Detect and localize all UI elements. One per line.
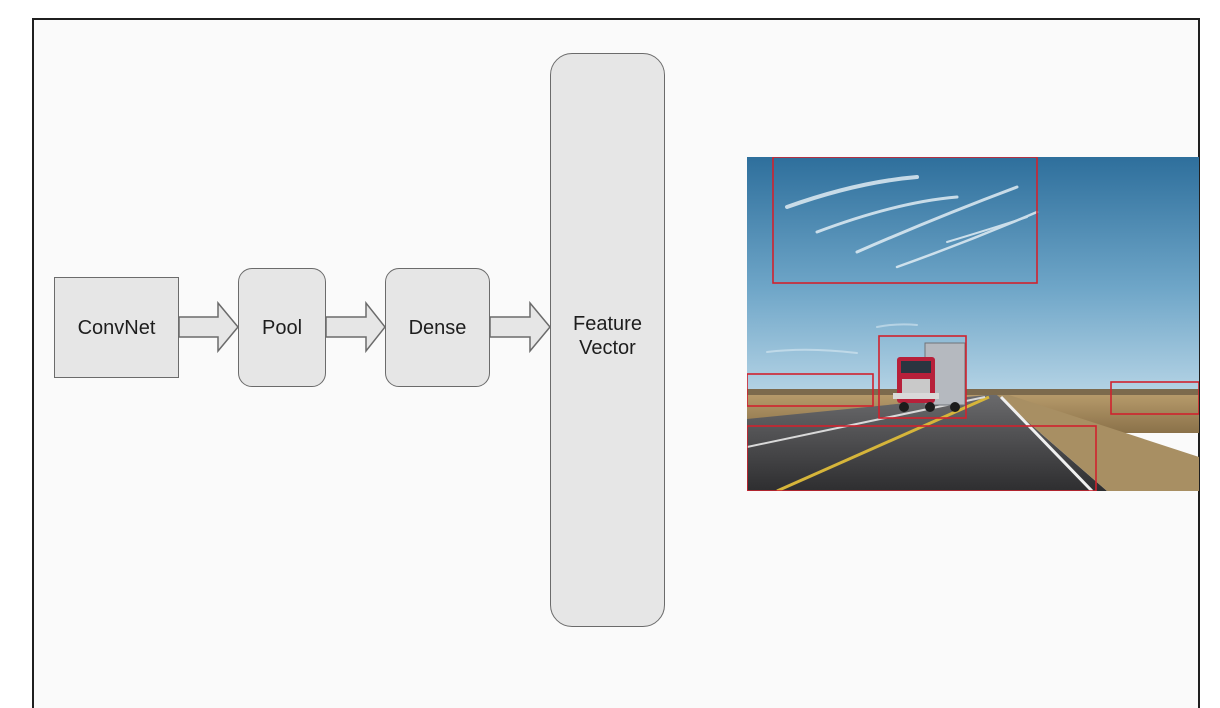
- left-horizon-box: [747, 373, 874, 407]
- node-feature-vector-label: Feature Vector: [573, 313, 642, 359]
- roadside-right: [997, 395, 1199, 491]
- truck-road-photo: [747, 157, 1199, 491]
- arrow-dense-to-feature: [489, 300, 551, 354]
- sky-region-box: [772, 157, 1038, 284]
- arrow-convnet-to-pool: [178, 300, 239, 354]
- road: [747, 395, 1107, 491]
- arrow-pool-to-dense: [325, 300, 386, 354]
- horizon-line: [747, 389, 1199, 395]
- node-feature-vector: Feature Vector: [550, 53, 665, 627]
- node-convnet-label: ConvNet: [77, 316, 156, 339]
- photo-illustration: [747, 157, 1199, 491]
- clouds: [766, 175, 1039, 354]
- road-region-box: [747, 425, 1097, 491]
- truck-icon: [893, 342, 966, 412]
- region-boxes: [747, 157, 1199, 491]
- node-convnet: ConvNet: [54, 277, 179, 378]
- truck-region-box: [878, 335, 967, 419]
- right-edge-line: [999, 395, 1094, 491]
- node-pool-label: Pool: [261, 316, 303, 339]
- center-line: [776, 395, 990, 491]
- right-horizon-box: [1110, 381, 1199, 415]
- node-dense-label: Dense: [408, 316, 467, 339]
- sky-area: [747, 157, 1199, 397]
- node-pool: Pool: [238, 268, 326, 387]
- node-dense: Dense: [385, 268, 490, 387]
